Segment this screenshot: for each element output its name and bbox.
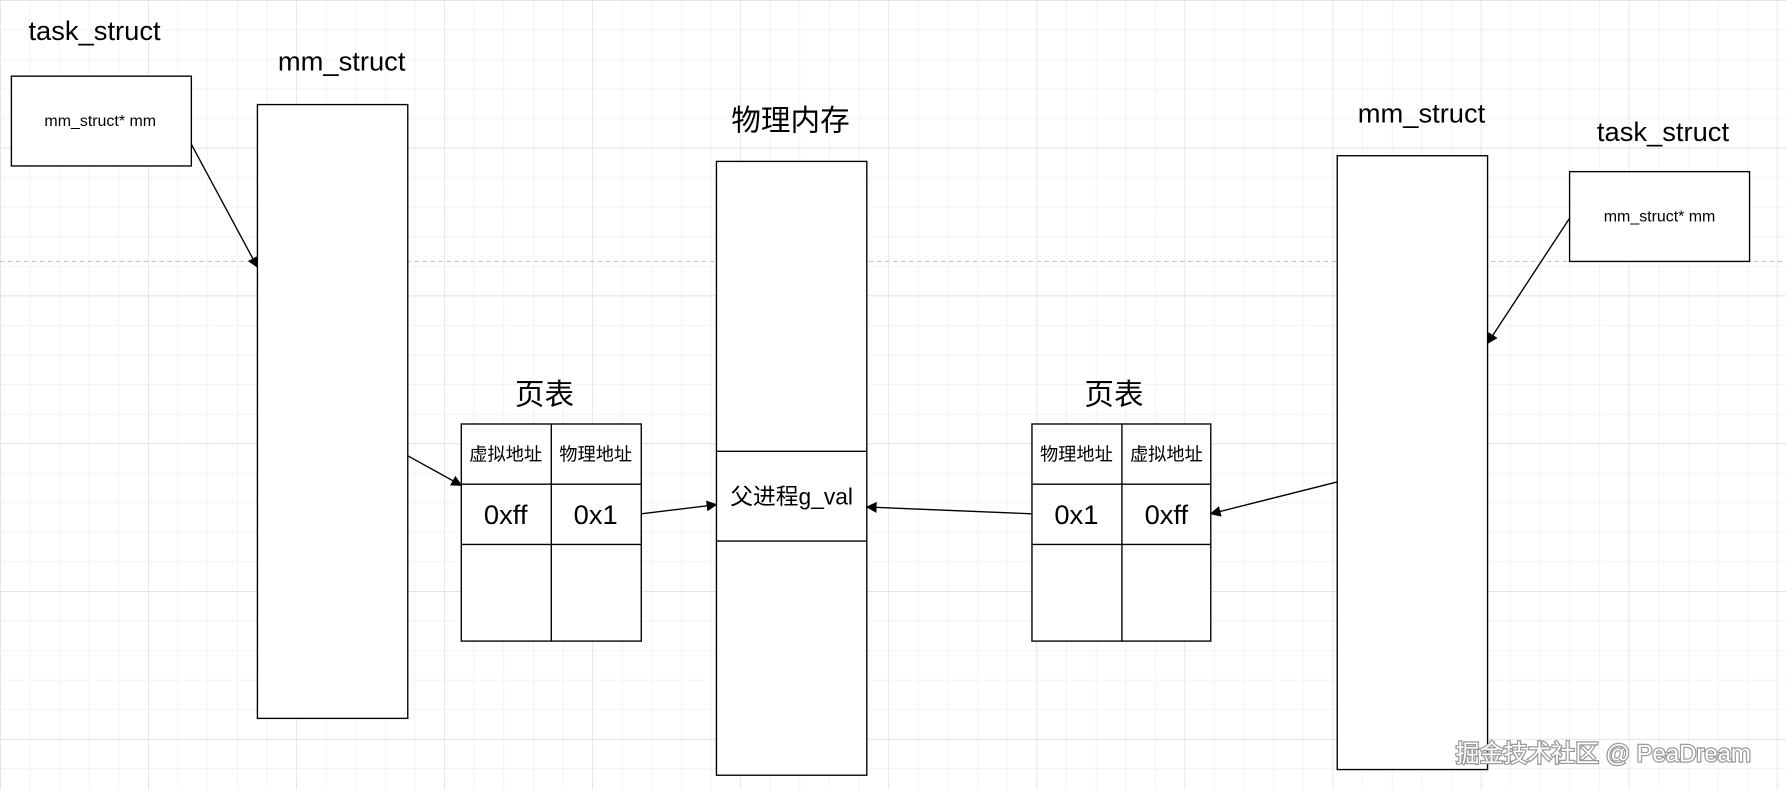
right-page-table-header-virtual: 虚拟地址	[1130, 444, 1203, 464]
right-mm-struct-title: mm_struct	[1358, 98, 1486, 129]
physical-memory-rect[interactable]	[715, 160, 868, 776]
watermark-text: 掘金技术社区 @ PeaDream	[1456, 741, 1751, 768]
physical-memory-cell-label: 父进程g_val	[730, 484, 853, 510]
left-mm-struct-rect[interactable]	[256, 103, 409, 720]
right-task-struct-box[interactable]: mm_struct* mm	[1568, 170, 1751, 263]
arrow-right-task-to-mm	[1486, 217, 1571, 345]
left-page-table-virtual-value: 0xff	[484, 499, 528, 530]
right-page-table-header-physical: 物理地址	[1040, 444, 1113, 464]
right-page-table-title: 页表	[1084, 379, 1143, 412]
right-page-table-physical-value: 0x1	[1054, 499, 1098, 530]
right-page-table-virtual-value: 0xff	[1145, 499, 1189, 530]
right-mm-struct-rect[interactable]	[1336, 155, 1489, 771]
right-task-struct-rect[interactable]	[1568, 170, 1751, 263]
left-page-table-physical-value: 0x1	[574, 499, 618, 530]
left-task-struct-rect[interactable]	[10, 75, 193, 167]
right-task-struct-title: task_struct	[1597, 116, 1730, 147]
arrow-left-task-to-mm	[190, 144, 259, 269]
arrow-right-mm-to-page-table	[1209, 481, 1338, 517]
left-mm-struct-title: mm_struct	[278, 46, 406, 77]
left-page-table[interactable]: 虚拟地址 物理地址 0xff 0x1	[460, 423, 642, 642]
arrow-left-mm-to-page-table	[407, 455, 463, 486]
left-task-struct-field: mm_struct* mm	[44, 113, 156, 130]
physical-memory-title: 物理内存	[731, 105, 849, 138]
arrow-left-page-table-to-memory	[641, 500, 718, 515]
left-task-struct-box[interactable]: mm_struct* mm	[10, 75, 193, 167]
left-task-struct-title: task_struct	[28, 15, 161, 46]
right-task-struct-field: mm_struct* mm	[1604, 209, 1716, 226]
physical-memory-block[interactable]: 父进程g_val	[715, 160, 868, 776]
left-page-table-header-physical: 物理地址	[559, 444, 632, 464]
arrow-right-page-table-to-memory	[865, 501, 1032, 515]
left-page-table-title: 页表	[515, 379, 574, 412]
right-page-table[interactable]: 物理地址 虚拟地址 0x1 0xff	[1031, 423, 1212, 642]
left-page-table-header-virtual: 虚拟地址	[469, 444, 542, 464]
